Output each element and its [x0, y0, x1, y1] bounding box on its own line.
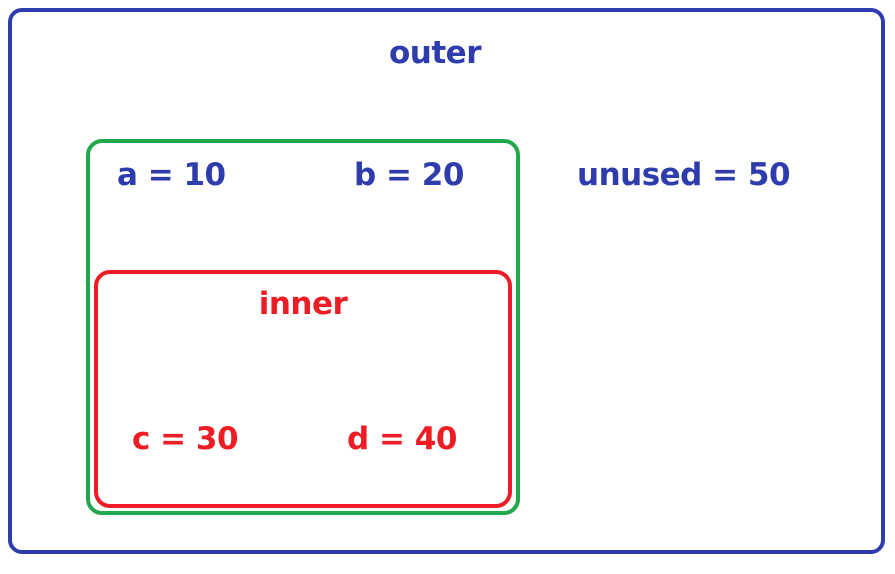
outer-scope-title: outer: [389, 35, 482, 71]
variable-label-c: c = 30: [132, 421, 239, 457]
variable-label-unused: unused = 50: [577, 157, 791, 193]
outer-scope-box: [8, 8, 885, 554]
variable-label-d: d = 40: [347, 421, 457, 457]
variable-label-a: a = 10: [117, 157, 226, 193]
inner-scope-box: [94, 270, 512, 508]
variable-label-b: b = 20: [354, 157, 464, 193]
middle-scope-box: [86, 139, 520, 515]
inner-scope-title: inner: [258, 286, 348, 322]
